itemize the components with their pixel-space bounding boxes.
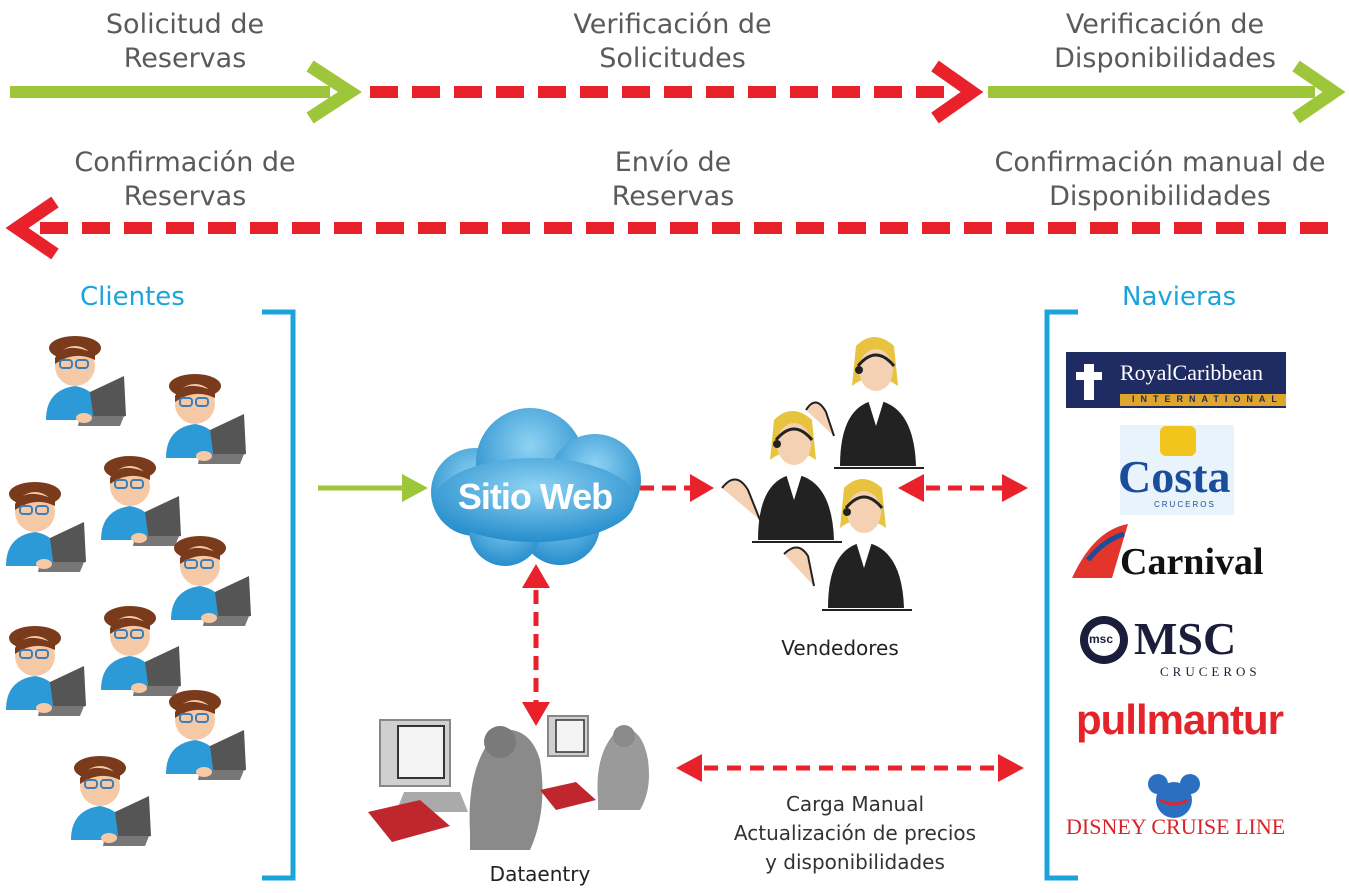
label-line: Disponibilidades xyxy=(1049,181,1271,212)
caption-line: Actualización de precios xyxy=(733,821,977,845)
msc-emblem xyxy=(1080,616,1128,664)
label-line: Reservas xyxy=(611,181,735,212)
clients-bracket xyxy=(262,309,296,881)
label-line: Verificación de xyxy=(1065,9,1265,40)
carnival-name: Carnival xyxy=(1120,541,1264,583)
royal-caribbean-logo xyxy=(1066,352,1286,408)
label-line: Reservas xyxy=(123,181,247,212)
arrow-clients-web xyxy=(318,474,428,502)
arrow-web-sellers xyxy=(640,474,714,502)
label-verif-solicitudes: Verificación de Solicitudes xyxy=(555,8,790,76)
label-line: Solicitud de xyxy=(105,9,265,40)
label-line: Reservas xyxy=(123,43,247,74)
dataentry-illustration xyxy=(368,715,649,850)
navieras-bracket xyxy=(1044,309,1078,881)
msc-mark: msc xyxy=(1089,632,1114,646)
label-envio-reservas: Envío de Reservas xyxy=(583,146,763,214)
msc-name: MSC xyxy=(1134,613,1237,664)
website-label: Sitio Web xyxy=(457,476,613,517)
label-line: Confirmación manual de xyxy=(994,147,1326,178)
cloud-icon xyxy=(431,408,641,566)
royal-caribbean-sub: INTERNATIONAL xyxy=(1132,394,1283,404)
label-line: Disponibilidades xyxy=(1054,43,1276,74)
clients-illustration xyxy=(5,335,252,847)
caption-line: Carga Manual xyxy=(785,792,925,816)
clients-title: Clientes xyxy=(80,282,185,312)
royal-caribbean-name: RoyalCaribbean xyxy=(1120,360,1263,385)
label-line: Confirmación de xyxy=(74,147,296,178)
disney-mickey xyxy=(1148,774,1200,818)
sellers-illustration xyxy=(721,335,926,612)
label-line: Solicitudes xyxy=(599,43,746,74)
label-confirmacion-reservas: Confirmación de Reservas xyxy=(55,146,315,214)
arrow-verificacion-solicitudes xyxy=(370,60,984,124)
caption-line: y disponibilidades xyxy=(765,850,945,874)
pullmantur-name: pullmantur xyxy=(1076,696,1284,743)
carnival-logo xyxy=(1072,524,1128,578)
msc-sub: CRUCEROS xyxy=(1160,664,1261,679)
costa-logo xyxy=(1120,425,1234,515)
label-line: Envío de xyxy=(614,147,732,178)
arrow-dataentry-navieras xyxy=(676,754,1024,782)
costa-sub: CRUCEROS xyxy=(1154,500,1216,509)
navieras-title: Navieras xyxy=(1122,282,1237,312)
arrow-solicitud xyxy=(10,60,362,124)
sellers-label: Vendedores xyxy=(781,636,899,660)
label-line: Verificación de xyxy=(573,9,772,40)
dataentry-label: Dataentry xyxy=(489,862,591,886)
label-verif-disponibilidades: Verificación de Disponibilidades xyxy=(1035,8,1295,76)
arrow-sellers-navieras xyxy=(898,474,1028,502)
manual-load-caption: Carga Manual Actualización de precios y … xyxy=(690,790,1020,877)
costa-name: Costa xyxy=(1118,451,1231,502)
arrow-web-dataentry xyxy=(522,564,550,726)
arrow-return xyxy=(5,196,1335,260)
label-confirmacion-manual: Confirmación manual de Disponibilidades xyxy=(980,146,1340,214)
label-solicitud: Solicitud de Reservas xyxy=(95,8,275,76)
disney-cruise-name: DISNEY CRUISE LINE xyxy=(1066,814,1286,839)
arrow-disponibilidades xyxy=(988,60,1346,124)
